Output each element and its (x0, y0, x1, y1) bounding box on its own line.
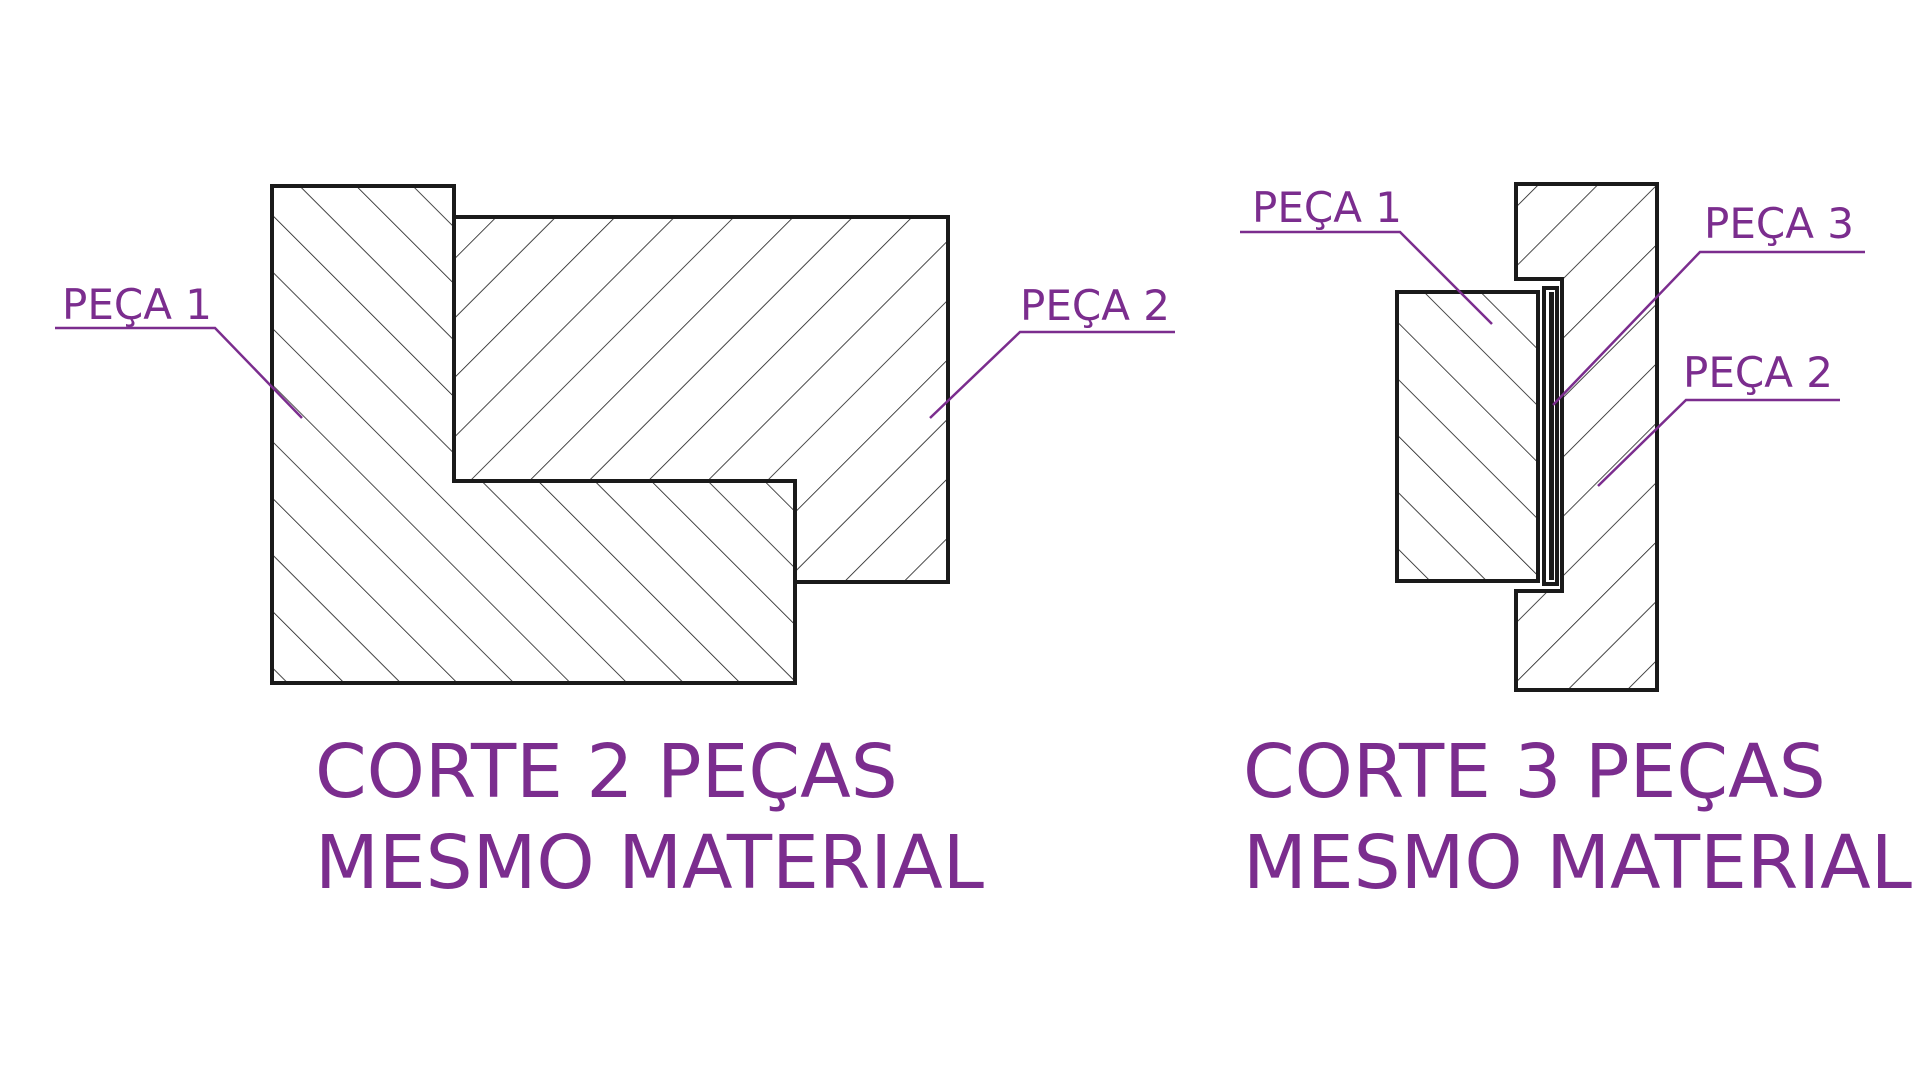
left-part2-label: PEÇA 2 (1020, 281, 1170, 330)
left-caption-line2: MESMO MATERIAL (315, 820, 984, 906)
right-leader-part2 (1597, 398, 1840, 487)
right-piece-1 (1395, 290, 1540, 583)
right-piece-2 (1514, 182, 1659, 692)
right-leader-part3 (1552, 250, 1865, 406)
right-part3-label: PEÇA 3 (1704, 199, 1854, 248)
right-part1-label: PEÇA 1 (1252, 183, 1402, 232)
right-caption-line2: MESMO MATERIAL (1243, 820, 1912, 906)
left-leader-part1 (55, 326, 303, 419)
left-leader-part2 (929, 330, 1175, 419)
left-part1-label: PEÇA 1 (62, 280, 212, 329)
right-caption-line1: CORTE 3 PEÇAS (1243, 729, 1826, 815)
left-caption-line1: CORTE 2 PEÇAS (315, 729, 898, 815)
right-leader-part1 (1240, 230, 1493, 325)
right-piece-3-core (1549, 292, 1554, 580)
left-section-diagram (270, 184, 950, 685)
right-part2-label: PEÇA 2 (1683, 348, 1833, 397)
right-section-diagram (1395, 182, 1659, 692)
left-piece-1 (270, 184, 797, 685)
